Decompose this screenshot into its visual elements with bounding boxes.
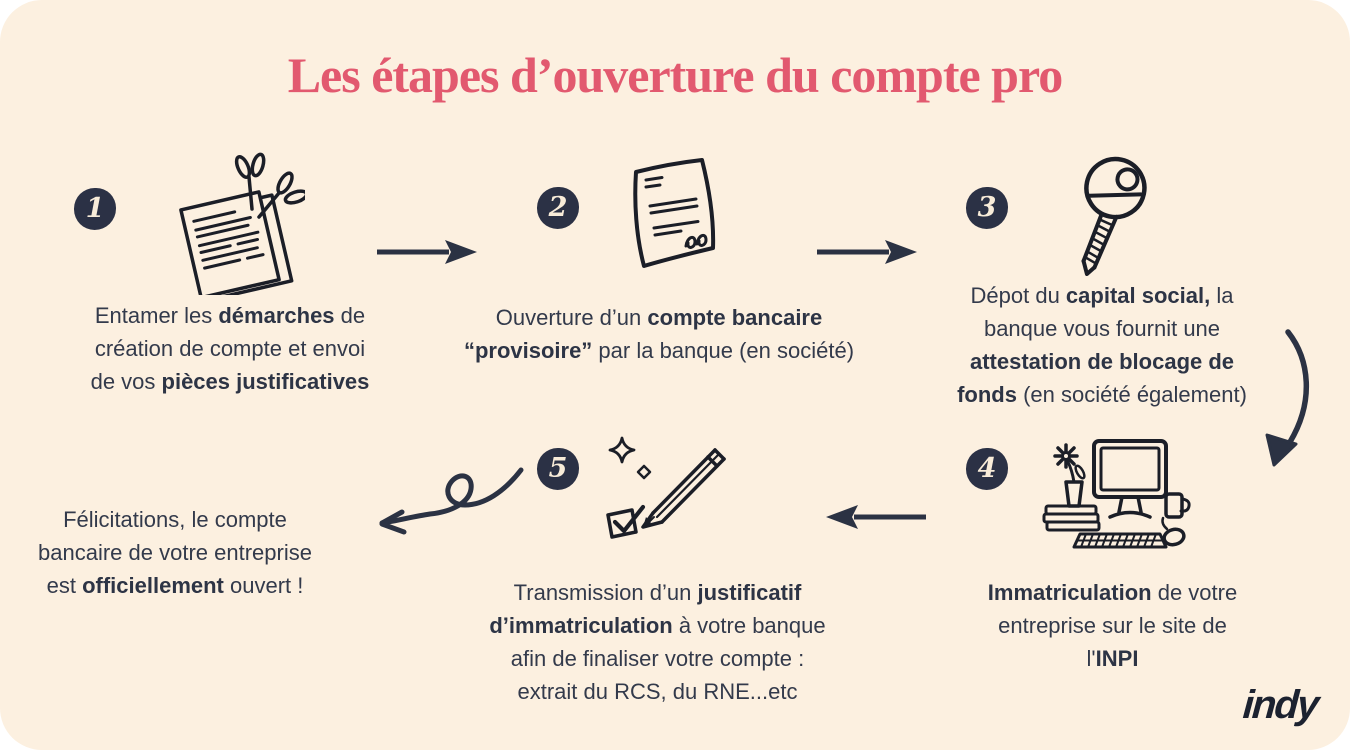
step-1-text: Entamer les démarches de création de com… (90, 303, 370, 394)
indy-logo: indy (1241, 683, 1319, 727)
arrow-step2-to-step3 (817, 240, 917, 264)
step-3-number-badge: 3 (966, 187, 1008, 229)
pinned-documents-icon (179, 152, 305, 295)
step-5-number-badge: 5 (537, 448, 579, 490)
computer-desk-icon (1042, 439, 1191, 549)
signed-document-icon (633, 158, 716, 268)
page-title: Les étapes d’ouverture du compte pro (287, 47, 1064, 103)
arrow-step4-to-step5 (826, 505, 926, 529)
step-2-number-badge: 2 (537, 187, 579, 229)
step-1-number-badge: 1 (74, 188, 116, 230)
pencil-checkbox-icon (606, 436, 726, 539)
step-4-number-badge: 4 (966, 448, 1008, 490)
step-5-text: Transmission d’un justificatif d’immatri… (489, 580, 826, 704)
step-3-text: Dépot du capital social, la banque vous … (957, 283, 1247, 407)
key-icon (1081, 156, 1147, 276)
arrow-step1-to-step2 (377, 240, 477, 264)
step-2-text: Ouverture d’un compte bancaire “provisoi… (463, 305, 855, 363)
step-4-text: Immatriculation de votre entreprise sur … (987, 580, 1238, 671)
final-congratulations-text: Félicitations, le compte bancaire de vot… (38, 507, 312, 598)
curved-arrow-step3-to-step4 (1265, 329, 1309, 467)
loop-arrow-step5-to-final (379, 467, 524, 535)
